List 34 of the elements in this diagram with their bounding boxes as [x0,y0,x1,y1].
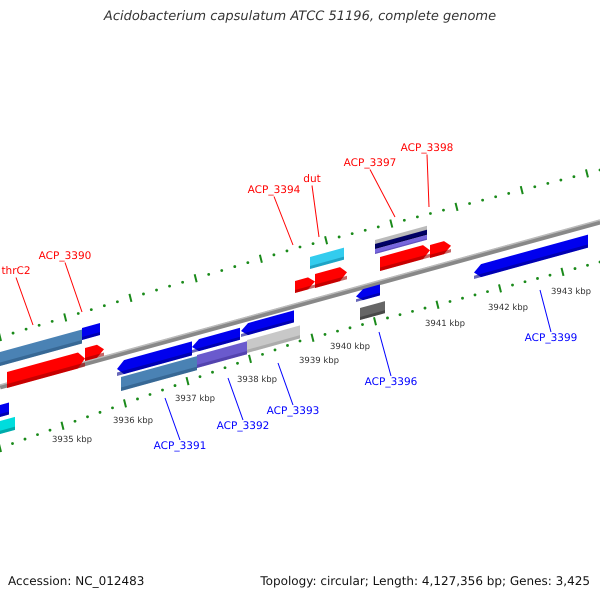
scale-label: 3943 kbp [551,288,592,296]
gene-label: ACP_3396 [364,377,418,388]
leader-line [540,290,552,332]
title: Acidobacterium capsulatum ATCC 51196, complete genome [102,10,498,23]
gene-label: thrC2 [1,266,31,276]
leader-line [228,378,244,420]
leader-line [164,398,180,440]
scale-label: 3938 kbp [237,376,278,384]
gene-label: ACP_3397 [344,158,396,168]
leader-line [370,169,396,218]
leader-line [378,332,392,376]
leader-line [426,154,430,208]
scale-label: 3939 kbp [299,357,340,366]
gene-label: ACP_3394 [248,185,300,196]
gene-label: ACP_3390 [38,251,92,262]
leader-line [64,262,82,312]
scale-label: 3936 kbp [113,417,154,426]
leader-line [274,196,294,246]
gene-label: ACP_3393 [266,406,320,416]
gene-label: ACP_3399 [524,333,578,344]
scale-label: 3940 kbp [330,343,370,352]
gene-label: ACP_3398 [400,143,454,154]
scale-label: 3935 kbp [52,436,92,444]
leader-line [312,185,320,238]
scale-label: 3941 kbp [425,320,466,328]
gene-label: ACP_3391 [154,441,206,452]
genome-stats-text: Topology: circular; Length: 4,127,356 bp; Genes: 3,425 [260,575,590,587]
gene-label: dut [303,174,321,184]
leader-line [278,362,294,406]
scale-label: 3942 kbp [488,304,528,312]
gene-label: ACP_3392 [216,421,270,432]
scale-label: 3937 kbp [175,395,216,404]
accession-text: Accession: NC_012483 [8,575,144,587]
leader-line [16,277,34,326]
